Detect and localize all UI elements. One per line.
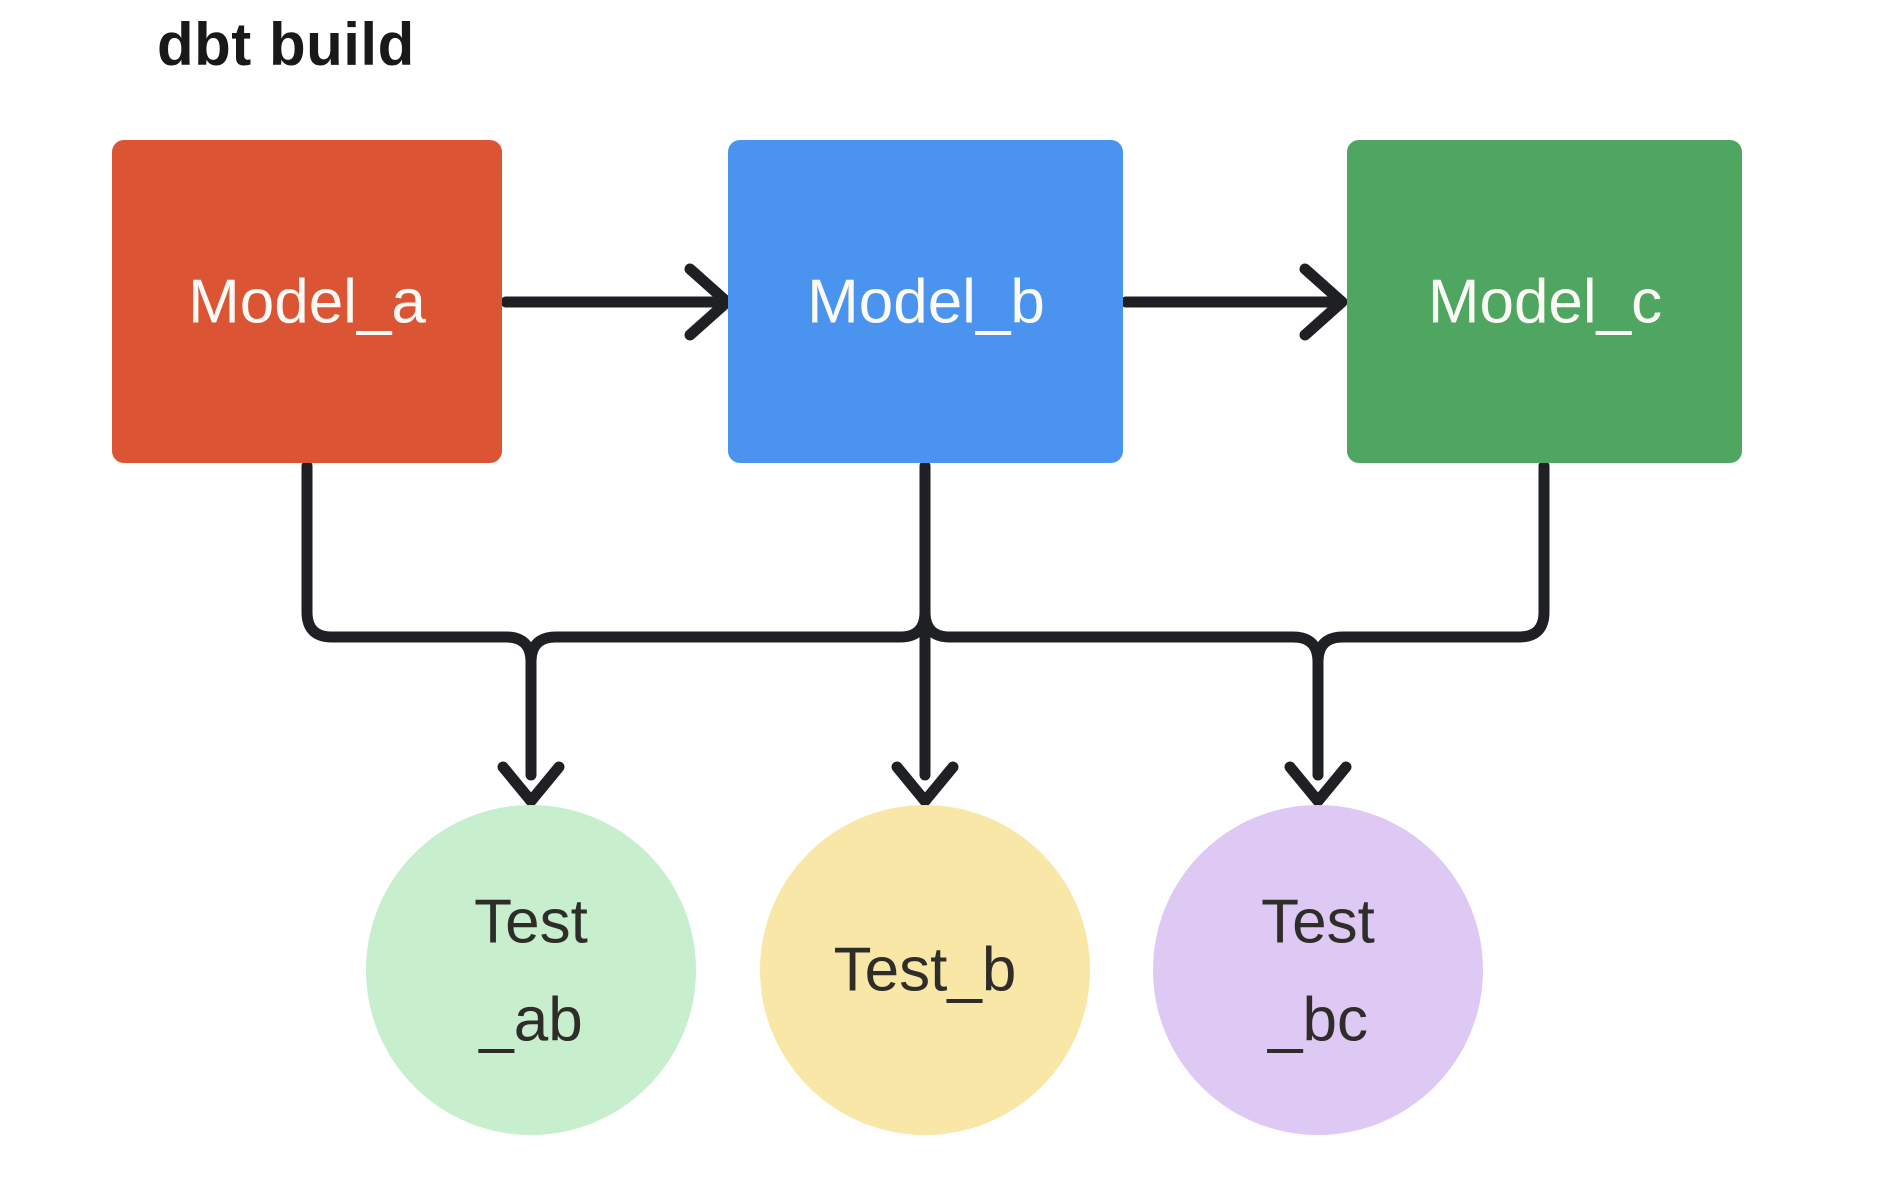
edge-model-a-to-test-ab [301,460,537,668]
node-model-b: Model_b [728,140,1123,463]
edge-model-b-to-test-bc [919,606,1324,668]
edge-drop-to-test-bc [1284,656,1352,807]
test-bc-label-line2: _bc [1267,986,1368,1055]
test-bc-label-line1: Test [1261,888,1375,957]
arrowhead-down-icon [891,761,959,807]
node-test-b: Test_b [760,805,1090,1135]
edge-line [919,606,1324,668]
arrowhead-right-icon [684,263,733,341]
edge-model-b-to-model-c [1120,263,1348,341]
node-model-a: Model_a [112,140,502,463]
edge-drop-to-test-ab [497,656,565,807]
edges-layer [301,263,1550,807]
test-b-label: Test_b [834,936,1017,1005]
model-c-label: Model_c [1428,268,1662,337]
diagram-title: dbt build [157,11,415,78]
model-b-box [728,140,1123,463]
model-b-label: Model_b [807,268,1045,337]
test-ab-label-line1: Test [474,888,588,957]
test-b-circle [760,805,1090,1135]
edge-model-b-to-test-ab [525,606,931,668]
edge-line [1312,460,1550,668]
node-test-bc: Test _bc [1153,805,1483,1135]
arrowhead-down-icon [1284,761,1352,807]
arrowhead-down-icon [497,761,565,807]
test-ab-circle [366,805,696,1135]
model-a-box [112,140,502,463]
edge-line [525,606,931,668]
model-c-box [1347,140,1742,463]
node-test-ab: Test _ab [366,805,696,1135]
arrowhead-right-icon [1299,263,1348,341]
edge-model-a-to-model-b [500,263,733,341]
test-bc-circle [1153,805,1483,1135]
model-a-label: Model_a [188,268,426,337]
node-model-c: Model_c [1347,140,1742,463]
edge-model-c-to-test-bc [1312,460,1550,668]
edge-line [301,460,537,668]
edge-model-b-to-test-b [891,460,959,807]
test-ab-label-line2: _ab [478,986,582,1055]
